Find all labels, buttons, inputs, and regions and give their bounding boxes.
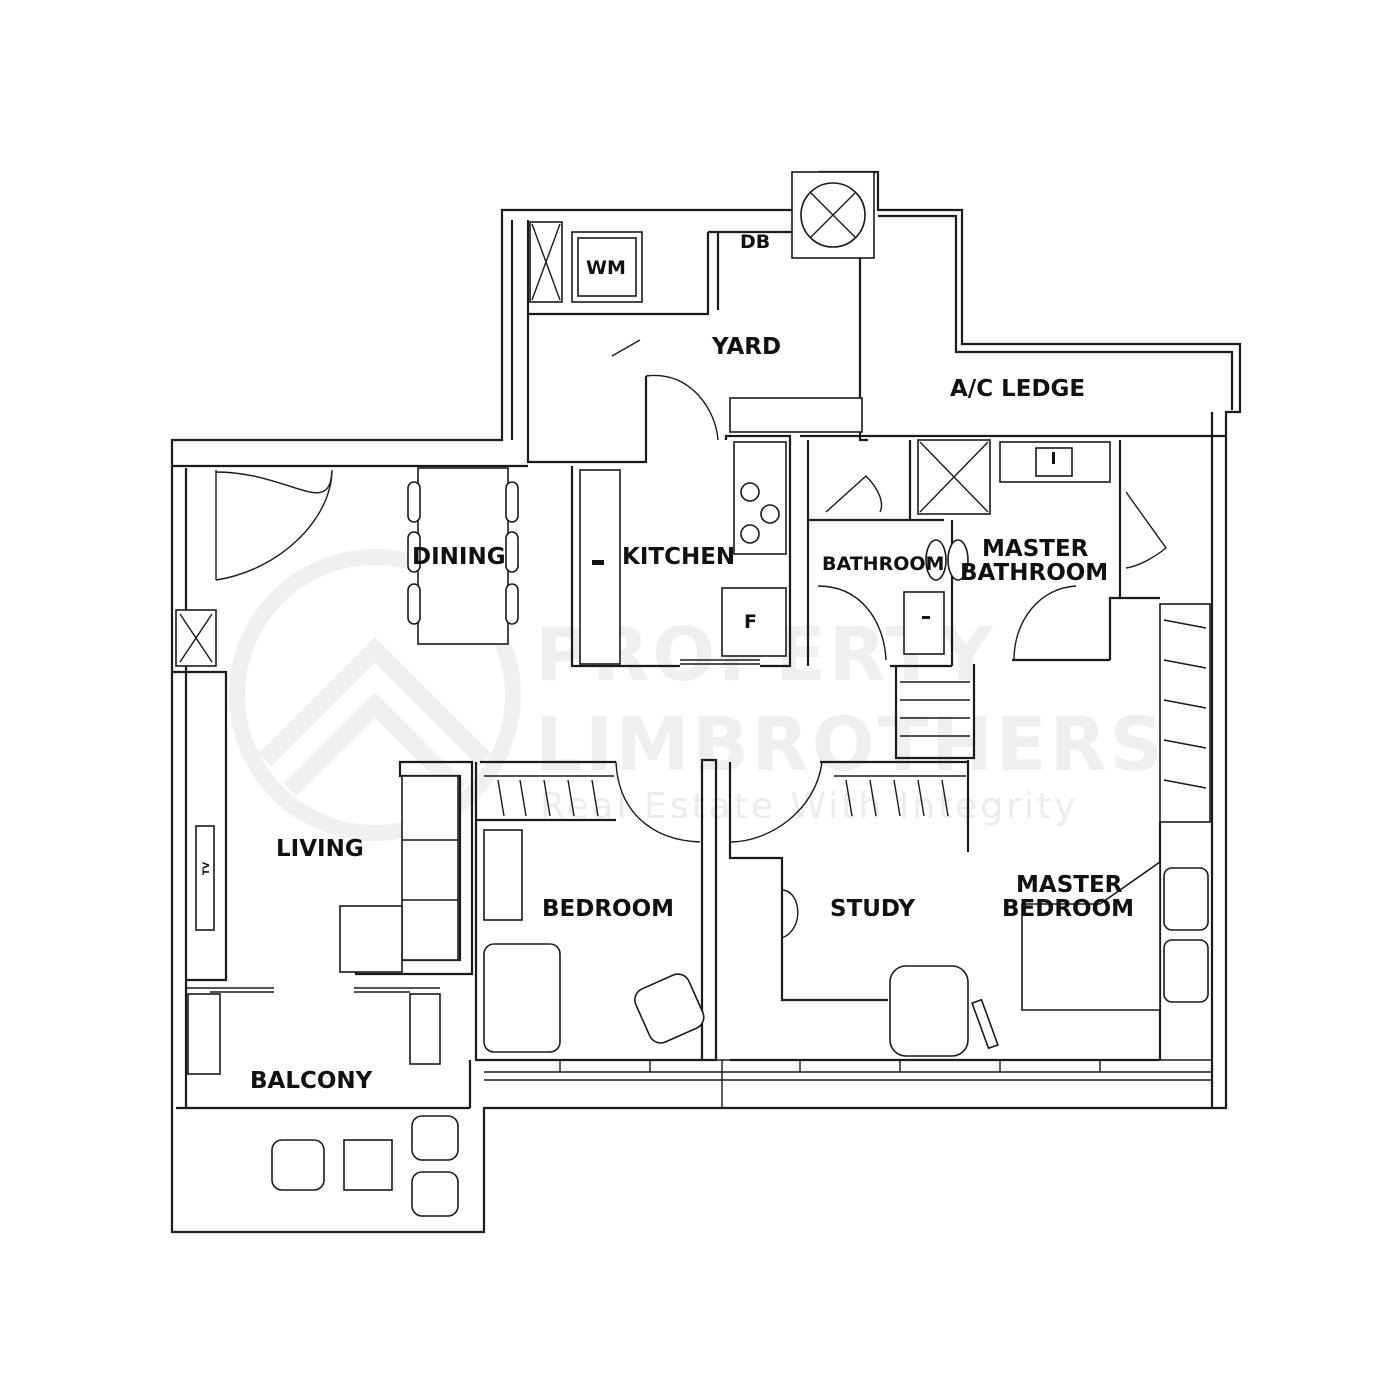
label-tv: TV <box>202 862 212 875</box>
bedroom-bed <box>483 943 561 1053</box>
bathroom-sink <box>903 591 945 655</box>
bathroom-area: BATHROOM MASTER BATHROOM <box>800 434 1226 668</box>
yard-area: WM DB YARD A/C LEDGE <box>526 171 1085 464</box>
window-sills <box>484 1059 1212 1108</box>
tv-unit <box>195 825 215 931</box>
outer-walls <box>170 170 1242 1234</box>
label-fridge: F <box>744 611 757 633</box>
master-chair-2 <box>1163 939 1209 1003</box>
fridge <box>721 587 787 657</box>
balcony-area: BALCONY <box>187 993 459 1217</box>
balcony-chair-3 <box>411 1171 459 1217</box>
master-bedroom-area: MASTER BEDROOM <box>1002 822 1209 1060</box>
label-bedroom: BEDROOM <box>542 896 674 922</box>
balcony-chair-1 <box>271 1139 325 1191</box>
watermark-logo-ring <box>229 549 521 841</box>
label-wm: WM <box>586 257 626 279</box>
label-dining: DINING <box>412 544 506 570</box>
label-master-bedroom-2: BEDROOM <box>1002 896 1134 922</box>
balcony-planter-right <box>409 993 441 1065</box>
balcony-table <box>343 1139 393 1191</box>
watermark-line-2: LIMBROTHERS <box>535 702 1166 788</box>
sofa-chaise <box>339 905 403 973</box>
balcony-planter-left <box>187 993 221 1075</box>
label-master-bedroom-1: MASTER <box>1016 872 1123 898</box>
label-ac-ledge: A/C LEDGE <box>950 376 1085 402</box>
label-study: STUDY <box>830 896 915 922</box>
label-yard: YARD <box>711 334 781 360</box>
label-balcony: BALCONY <box>250 1068 373 1094</box>
bedroom-desk <box>483 829 523 921</box>
bedroom-area: BEDROOM <box>474 758 718 1062</box>
label-living: LIVING <box>276 836 364 862</box>
balcony-chair-2 <box>411 1115 459 1161</box>
sofa-back <box>401 775 459 961</box>
kitchen-area: F KITCHEN <box>570 434 792 668</box>
bedroom-armchair <box>634 973 705 1044</box>
master-chair-1 <box>1163 867 1209 931</box>
dining-area: DINING <box>215 467 519 645</box>
master-toilet <box>947 539 969 581</box>
label-master-bathroom-1: MASTER <box>982 536 1089 562</box>
watermark-logo-roof <box>258 637 492 797</box>
kitchen-sink-tap <box>592 560 604 565</box>
study-chair <box>889 965 969 1057</box>
kitchen-counter-left <box>579 469 621 665</box>
corridor-wardrobes <box>894 596 1211 852</box>
yard-counter <box>729 397 863 433</box>
label-bathroom: BATHROOM <box>822 553 944 575</box>
bathroom-toilet <box>925 539 947 581</box>
living-area: TV LIVING <box>172 609 474 993</box>
watermark-tagline: Real Estate With Integrity <box>540 786 1078 827</box>
study-door-stop <box>971 998 999 1050</box>
dining-table <box>417 467 509 645</box>
label-db: DB <box>740 231 770 253</box>
master-bed <box>1021 860 1161 1011</box>
label-kitchen: KITCHEN <box>622 544 735 570</box>
master-wardrobe <box>1159 603 1211 823</box>
label-master-bathroom-2: BATHROOM <box>960 560 1108 586</box>
